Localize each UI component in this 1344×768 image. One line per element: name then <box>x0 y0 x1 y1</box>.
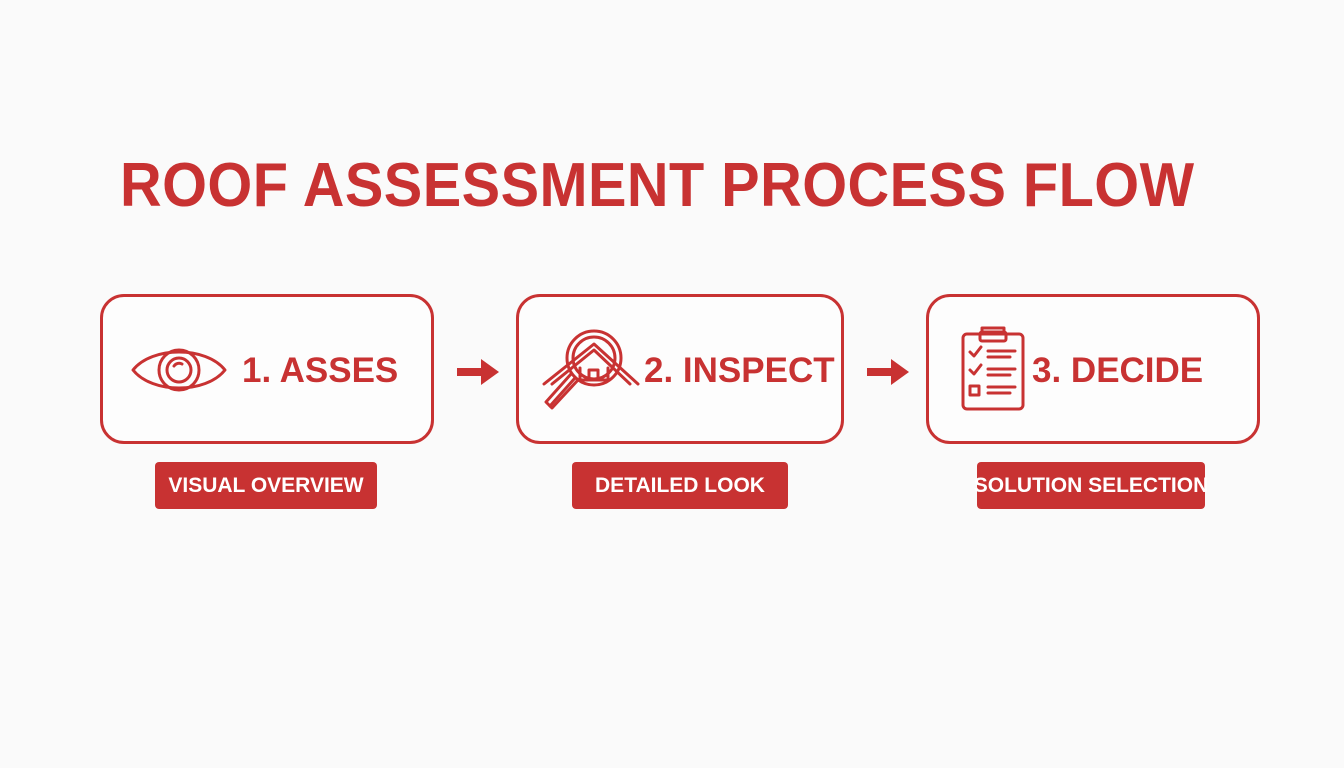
step-label-decide: 3. DECIDE <box>1032 351 1204 390</box>
step-tag-solution-selection: SOLUTION SELECTION <box>974 462 1208 509</box>
step-tag-detailed-look: DETAILED LOOK <box>572 462 788 509</box>
step-label-inspect: 2. INSPECT <box>644 351 835 390</box>
clipboard-checklist-icon <box>960 324 1026 412</box>
step-label-asses: 1. ASSES <box>242 351 399 390</box>
magnifier-house-icon <box>542 322 640 412</box>
arrow-right-icon <box>457 359 499 385</box>
step-card-asses <box>100 294 434 444</box>
arrow-right-icon <box>867 359 909 385</box>
eye-icon <box>130 342 228 398</box>
step-tag-visual-overview: VISUAL OVERVIEW <box>155 462 377 509</box>
page-title: ROOF ASSESSMENT PROCESS FLOW <box>120 151 1195 220</box>
step-card-decide <box>926 294 1260 444</box>
